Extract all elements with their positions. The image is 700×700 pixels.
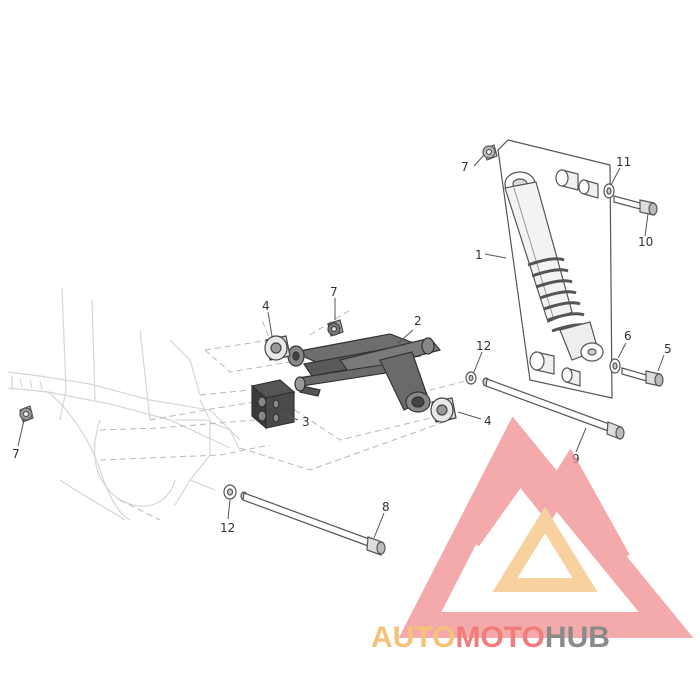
callout-8: 8	[382, 500, 390, 514]
swing-link	[287, 333, 442, 413]
watermark-inner-triangle	[492, 506, 598, 592]
callout-7-left: 7	[12, 447, 20, 461]
bolt-9	[482, 377, 625, 440]
rubber-block-3	[250, 379, 296, 430]
callout-5: 5	[664, 342, 672, 356]
callout-6: 6	[624, 329, 632, 343]
watermark-text-auto: AUTO	[371, 621, 455, 654]
callout-3: 3	[302, 415, 310, 429]
shock-absorber	[504, 171, 604, 362]
bushing-4-upper	[264, 335, 291, 361]
callout-4-lower: 4	[484, 414, 492, 428]
washer-11	[603, 183, 615, 199]
bolt-8	[240, 491, 386, 556]
washer-12-left	[223, 484, 237, 500]
washer-12-right	[465, 371, 477, 385]
callout-7-middle: 7	[330, 285, 338, 299]
watermark-text-hub: HUB	[545, 621, 610, 654]
washer-6	[609, 358, 621, 374]
nut-7-left	[19, 405, 34, 423]
callout-7-top: 7	[461, 160, 469, 174]
nut-7-top	[482, 144, 498, 161]
watermark-logo	[398, 416, 694, 638]
watermark-text-moto: MOTO	[455, 621, 544, 654]
callout-4-upper: 4	[262, 299, 270, 313]
callout-2: 2	[414, 314, 422, 328]
leader-lines	[17, 154, 665, 539]
callout-labels: 1 2 3 4 4 5 6 7 7 7 8 9 10 11 12 12	[12, 155, 672, 535]
bolt-10	[613, 195, 658, 216]
callout-1: 1	[475, 248, 483, 262]
nut-7-middle	[327, 319, 344, 337]
callout-10: 10	[638, 235, 653, 249]
bushing-4-lower	[430, 397, 457, 423]
watermark-text: AUTOMOTOHUB	[371, 621, 610, 654]
callout-11: 11	[616, 155, 631, 169]
assembly-guide-lines	[99, 309, 471, 521]
callout-12-left: 12	[220, 521, 235, 535]
bolt-5	[621, 367, 664, 387]
shock-mount-bushings	[529, 169, 599, 387]
frame-outline	[7, 287, 241, 521]
callout-12-right: 12	[476, 339, 491, 353]
watermark-m-peak	[461, 448, 630, 566]
